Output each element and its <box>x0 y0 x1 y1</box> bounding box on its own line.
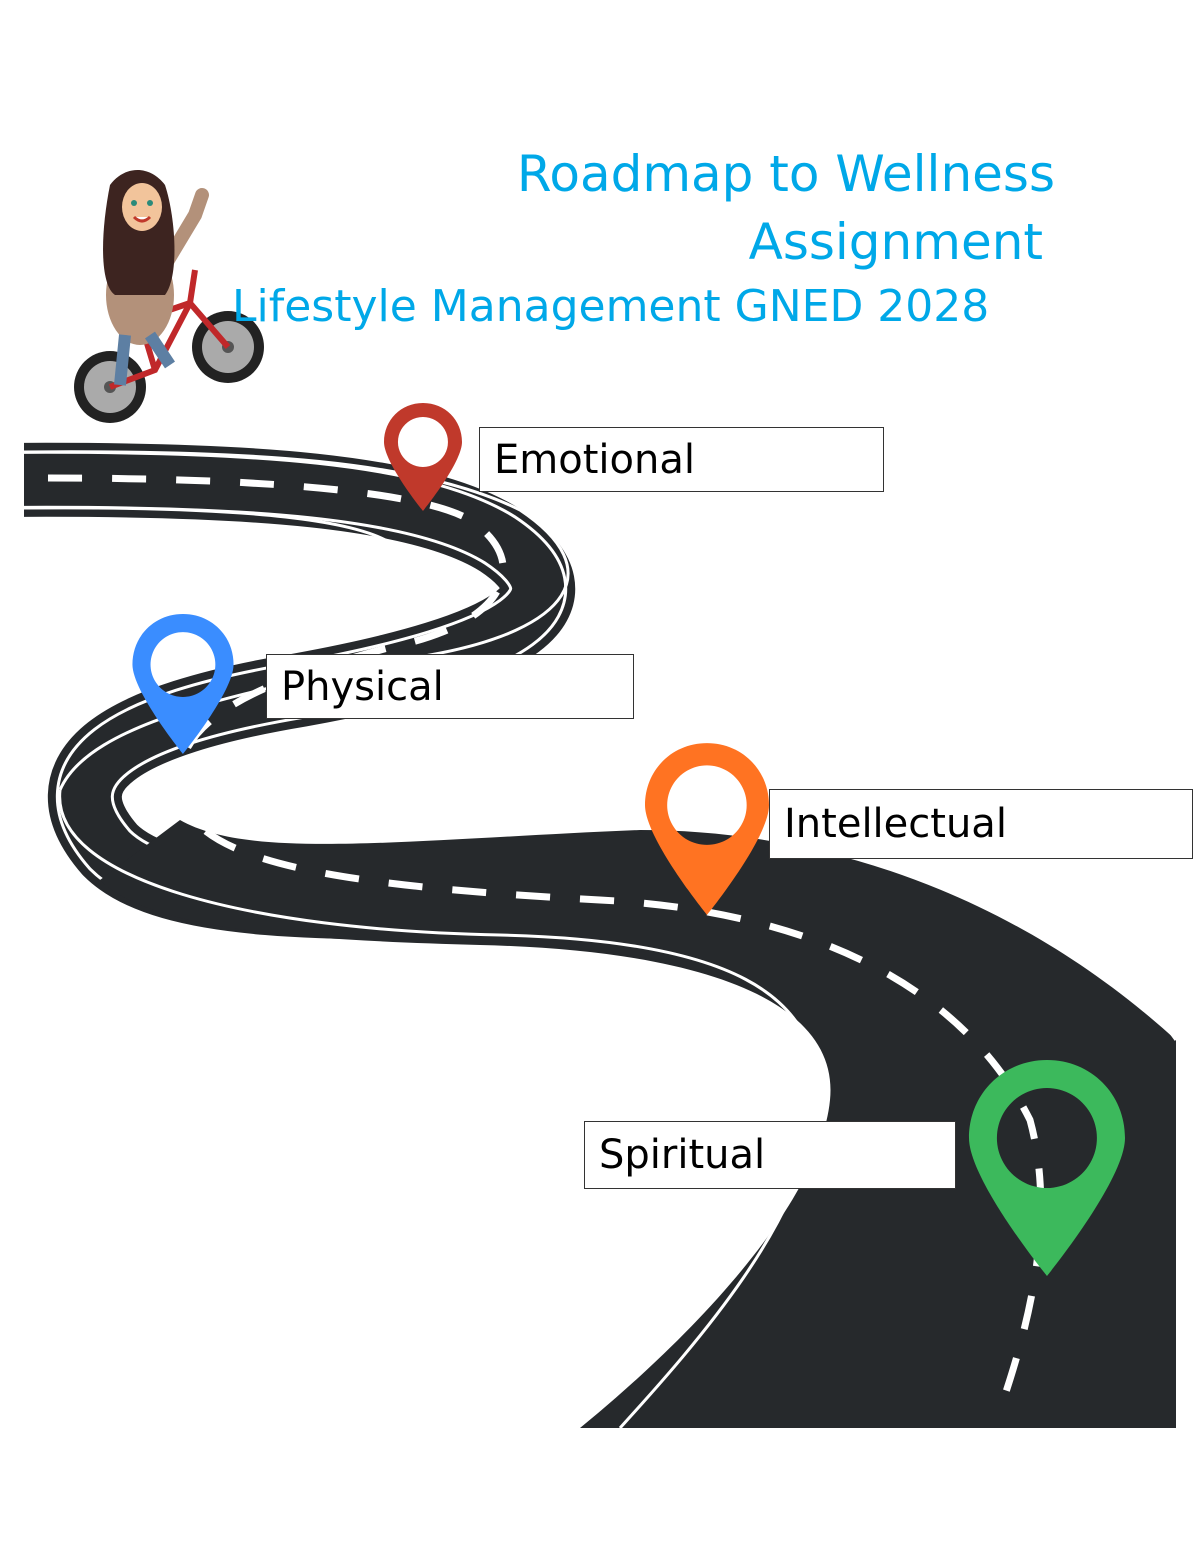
course-subtitle: Lifestyle Management GNED 2028 <box>232 281 990 332</box>
page-title-line-1: Roadmap to Wellness <box>516 145 1055 203</box>
milestone-label-text: Emotional <box>494 436 695 483</box>
milestone-label-spiritual[interactable]: Spiritual <box>584 1121 956 1189</box>
milestone-label-emotional[interactable]: Emotional <box>479 427 884 492</box>
title-block: Roadmap to Wellness Assignment <box>517 140 1055 276</box>
milestone-label-physical[interactable]: Physical <box>266 654 634 719</box>
milestone-label-text: Intellectual <box>784 801 1007 847</box>
physical-map-pin-icon <box>132 614 234 754</box>
milestone-label-intellectual[interactable]: Intellectual <box>769 789 1193 859</box>
intellectual-map-pin-icon <box>645 743 769 915</box>
milestone-label-text: Spiritual <box>599 1132 766 1178</box>
bicycle-rider-avatar <box>74 170 264 423</box>
spiritual-map-pin-icon <box>969 1060 1125 1276</box>
emotional-map-pin-icon <box>384 403 462 511</box>
milestone-label-text: Physical <box>281 663 444 710</box>
page-title-line-2: Assignment <box>748 213 1043 271</box>
